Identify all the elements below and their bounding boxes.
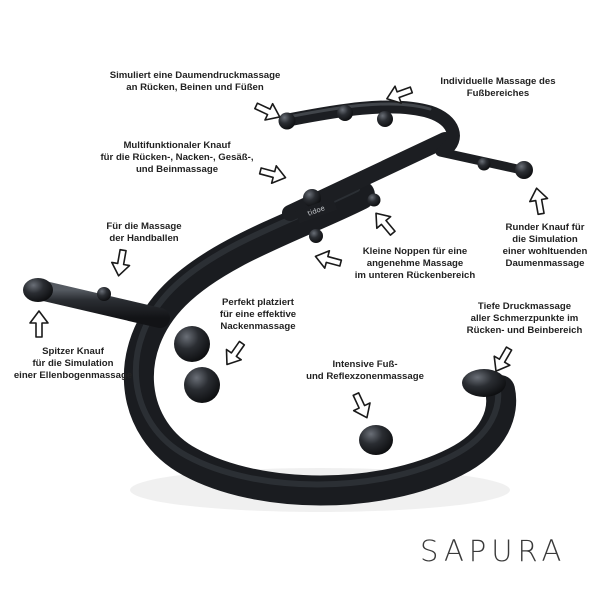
knob-reflexology [359,425,393,455]
knob-right-arm-small [477,157,491,171]
nub-lower-back [367,193,381,207]
arrow-multifunktional-icon [258,165,287,185]
knob-round-thumb [515,161,533,179]
callout-nackenmassage: Perfekt platziert für eine effektive Nac… [219,297,297,332]
callout-daumendruckmassage: Simuliert eine Daumendruckmassage an Rüc… [109,70,281,93]
knob-neck-2 [184,367,220,403]
lower-hook-curve [123,180,517,506]
arrow-runder-knauf-icon [528,187,549,216]
logo-plate [295,197,338,224]
arrow-fussbereich-icon [386,85,414,104]
upper-hook [281,100,460,157]
callout-multifunktionaler-knauf: Multifunktionaler Knauf für die Rücken-,… [100,140,254,175]
lower-hook-highlight [132,186,502,488]
left-handle [30,280,170,328]
callout-runder-knauf: Runder Knauf für die Simulation einer wo… [502,222,588,269]
callout-spitzer-knauf: Spitzer Knauf für die Simulation einer E… [13,346,133,381]
knob-neck-1 [174,326,210,362]
arrow-noppen-icon [375,212,396,236]
callout-kleine-noppen: Kleine Noppen für eine angenehme Massage… [354,246,476,281]
arrow-noppen-2-icon [314,249,343,269]
callout-tiefe-druckmassage: Tiefe Druckmassage aller Schmerzpunkte i… [466,301,583,336]
knob-upper-hook-tip [278,112,296,130]
knob-handball [97,287,111,301]
knob-pointed-elbow [23,278,53,302]
nub-lower-back-2 [309,229,323,243]
knob-upper-hook-2 [377,111,393,127]
callout-reflexzonenmassage: Intensive Fuß- und Reflexzonenmassage [306,359,424,382]
brand-logo: SAPURA [420,534,567,568]
callout-handballen: Für die Massage der Handballen [106,221,182,244]
callout-fussbereich: Individuelle Massage des Fußbereiches [440,76,556,99]
arrow-nacken-icon [225,340,246,366]
arrow-daumendruck-icon [254,102,281,121]
knob-deep-pressure [462,369,506,397]
upper-hook-highlight [286,102,432,119]
knob-upper-hook-1 [337,105,353,121]
knob-multifunction [303,189,321,207]
arrow-reflexzonen-icon [352,392,371,419]
arrow-tiefe-druck-icon [493,346,513,372]
arrow-handballen-icon [110,248,131,277]
arrow-spitzer-knauf-icon [29,310,49,338]
